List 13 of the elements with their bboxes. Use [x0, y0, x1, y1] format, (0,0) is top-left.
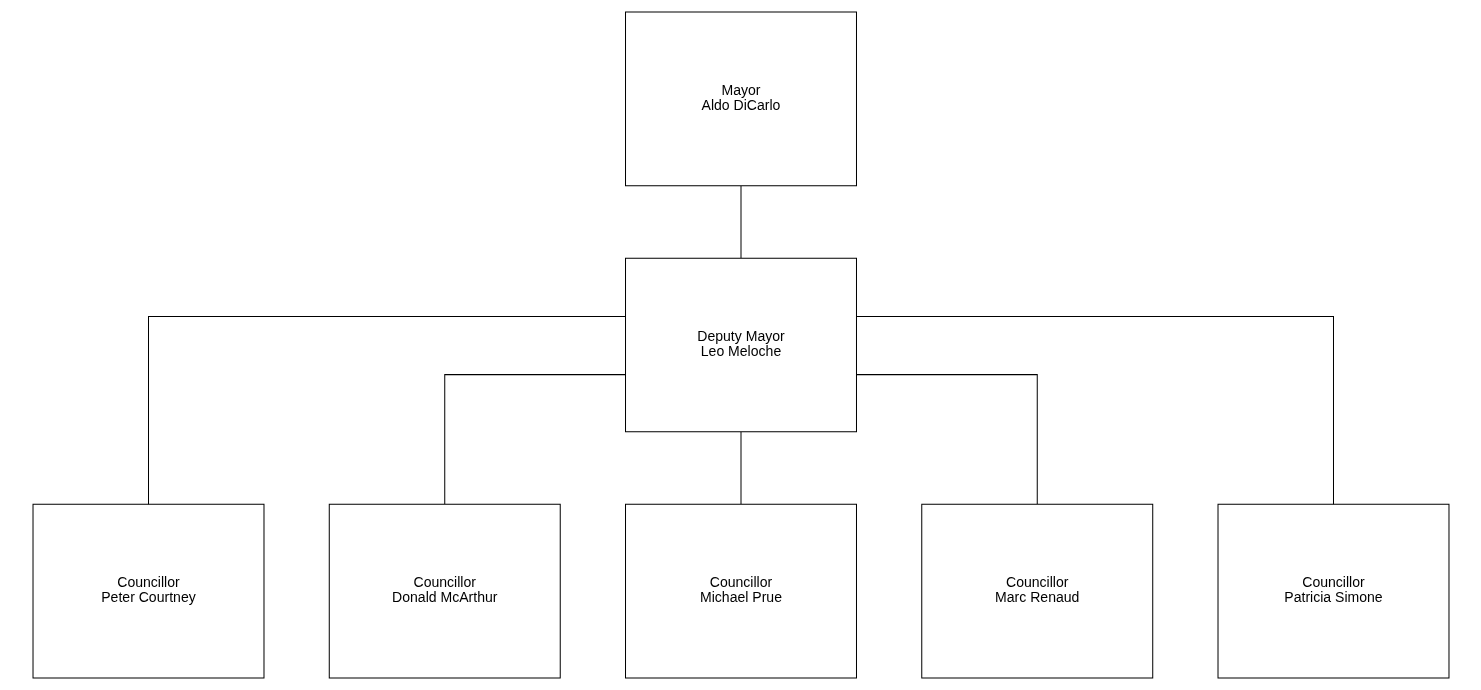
connector [855, 374, 1038, 505]
connector [855, 315, 1334, 505]
connector [740, 185, 741, 259]
node-box: Councillor Marc Renaud [920, 503, 1153, 679]
node-box: Deputy Mayor Leo Meloche [624, 257, 857, 433]
connector [740, 431, 741, 505]
node-box: Mayor Aldo DiCarlo [624, 11, 857, 187]
node-box: Councillor Donald McArthur [328, 503, 561, 679]
node-box: Councillor Michael Prue [624, 503, 857, 679]
connector [443, 374, 626, 505]
node-box: Councillor Peter Courtney [32, 503, 264, 679]
node-box: Councillor Patricia Simone [1217, 503, 1449, 679]
connector [147, 315, 626, 505]
